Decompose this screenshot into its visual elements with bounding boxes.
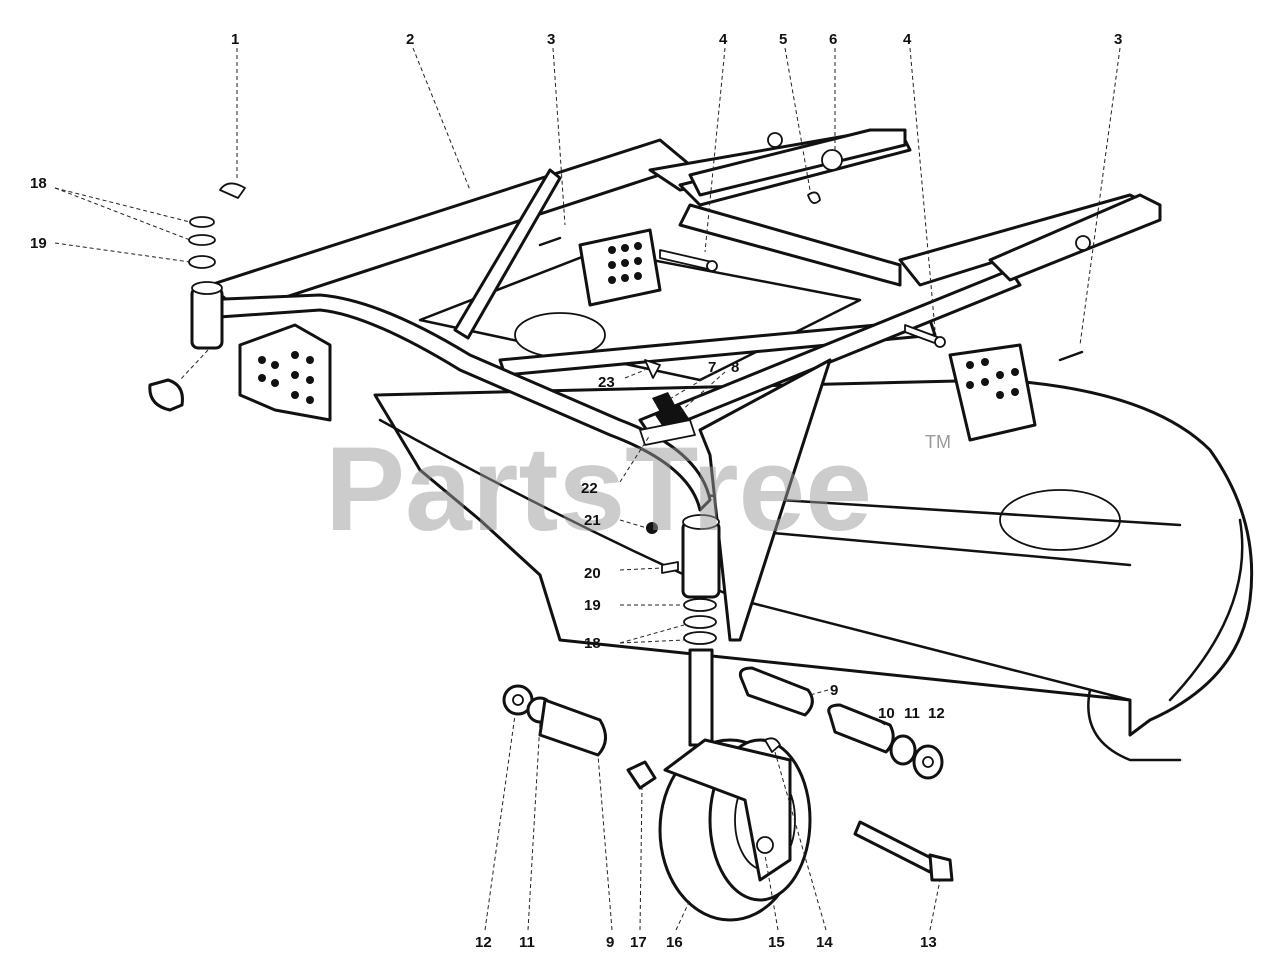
callout-14: 14 xyxy=(816,934,833,951)
callout-20: 20 xyxy=(584,565,601,582)
callout-11-right: 11 xyxy=(904,705,920,722)
callout-1: 1 xyxy=(231,31,239,48)
callout-23: 23 xyxy=(598,374,615,391)
callout-18-left: 18 xyxy=(30,175,47,192)
callout-21: 21 xyxy=(584,512,601,529)
callout-19-left: 19 xyxy=(30,235,47,252)
callout-labels: 1 2 3 4 5 6 4 3 18 19 7 8 23 22 21 20 19… xyxy=(30,31,1122,951)
callout-16: 16 xyxy=(666,934,683,951)
front-caster-spindle xyxy=(646,514,721,747)
callout-2: 2 xyxy=(406,31,414,48)
bracket-right xyxy=(948,343,1037,442)
hitch-pins xyxy=(538,191,1084,362)
callout-6: 6 xyxy=(829,31,837,48)
hitch-arms xyxy=(688,128,1162,282)
callout-5: 5 xyxy=(779,31,787,48)
callout-8: 8 xyxy=(731,359,739,376)
watermark: PartsTree TM xyxy=(325,422,951,556)
bearing-parts-left xyxy=(502,684,607,757)
callout-12-right: 12 xyxy=(928,705,945,722)
callout-11-left: 11 xyxy=(519,934,535,951)
callout-12-left: 12 xyxy=(475,934,492,951)
bracket-left xyxy=(238,323,332,422)
callout-9-left: 9 xyxy=(606,934,614,951)
axle-bolt xyxy=(853,820,954,882)
watermark-trademark: TM xyxy=(925,432,951,452)
left-caster-pivot xyxy=(148,182,246,412)
bearing-parts-right xyxy=(738,666,944,780)
callout-17: 17 xyxy=(630,934,647,951)
callout-18-center: 18 xyxy=(584,635,601,652)
push-arm-tube xyxy=(198,268,1022,642)
callout-19-center: 19 xyxy=(584,597,601,614)
callout-10: 10 xyxy=(878,705,895,722)
leader-lines xyxy=(54,47,1121,931)
callout-4-right: 4 xyxy=(903,31,912,48)
callout-3-right: 3 xyxy=(1114,31,1122,48)
watermark-text: PartsTree xyxy=(325,422,872,556)
mower-deck xyxy=(373,378,1254,762)
callout-4-left: 4 xyxy=(719,31,728,48)
callout-3-left: 3 xyxy=(547,31,555,48)
callout-7: 7 xyxy=(708,359,716,376)
bracket-center xyxy=(578,228,662,307)
callout-15: 15 xyxy=(768,934,785,951)
callout-13: 13 xyxy=(920,934,937,951)
caster-wheel xyxy=(626,737,812,922)
callout-9-right: 9 xyxy=(830,682,838,699)
callout-22: 22 xyxy=(581,480,598,497)
